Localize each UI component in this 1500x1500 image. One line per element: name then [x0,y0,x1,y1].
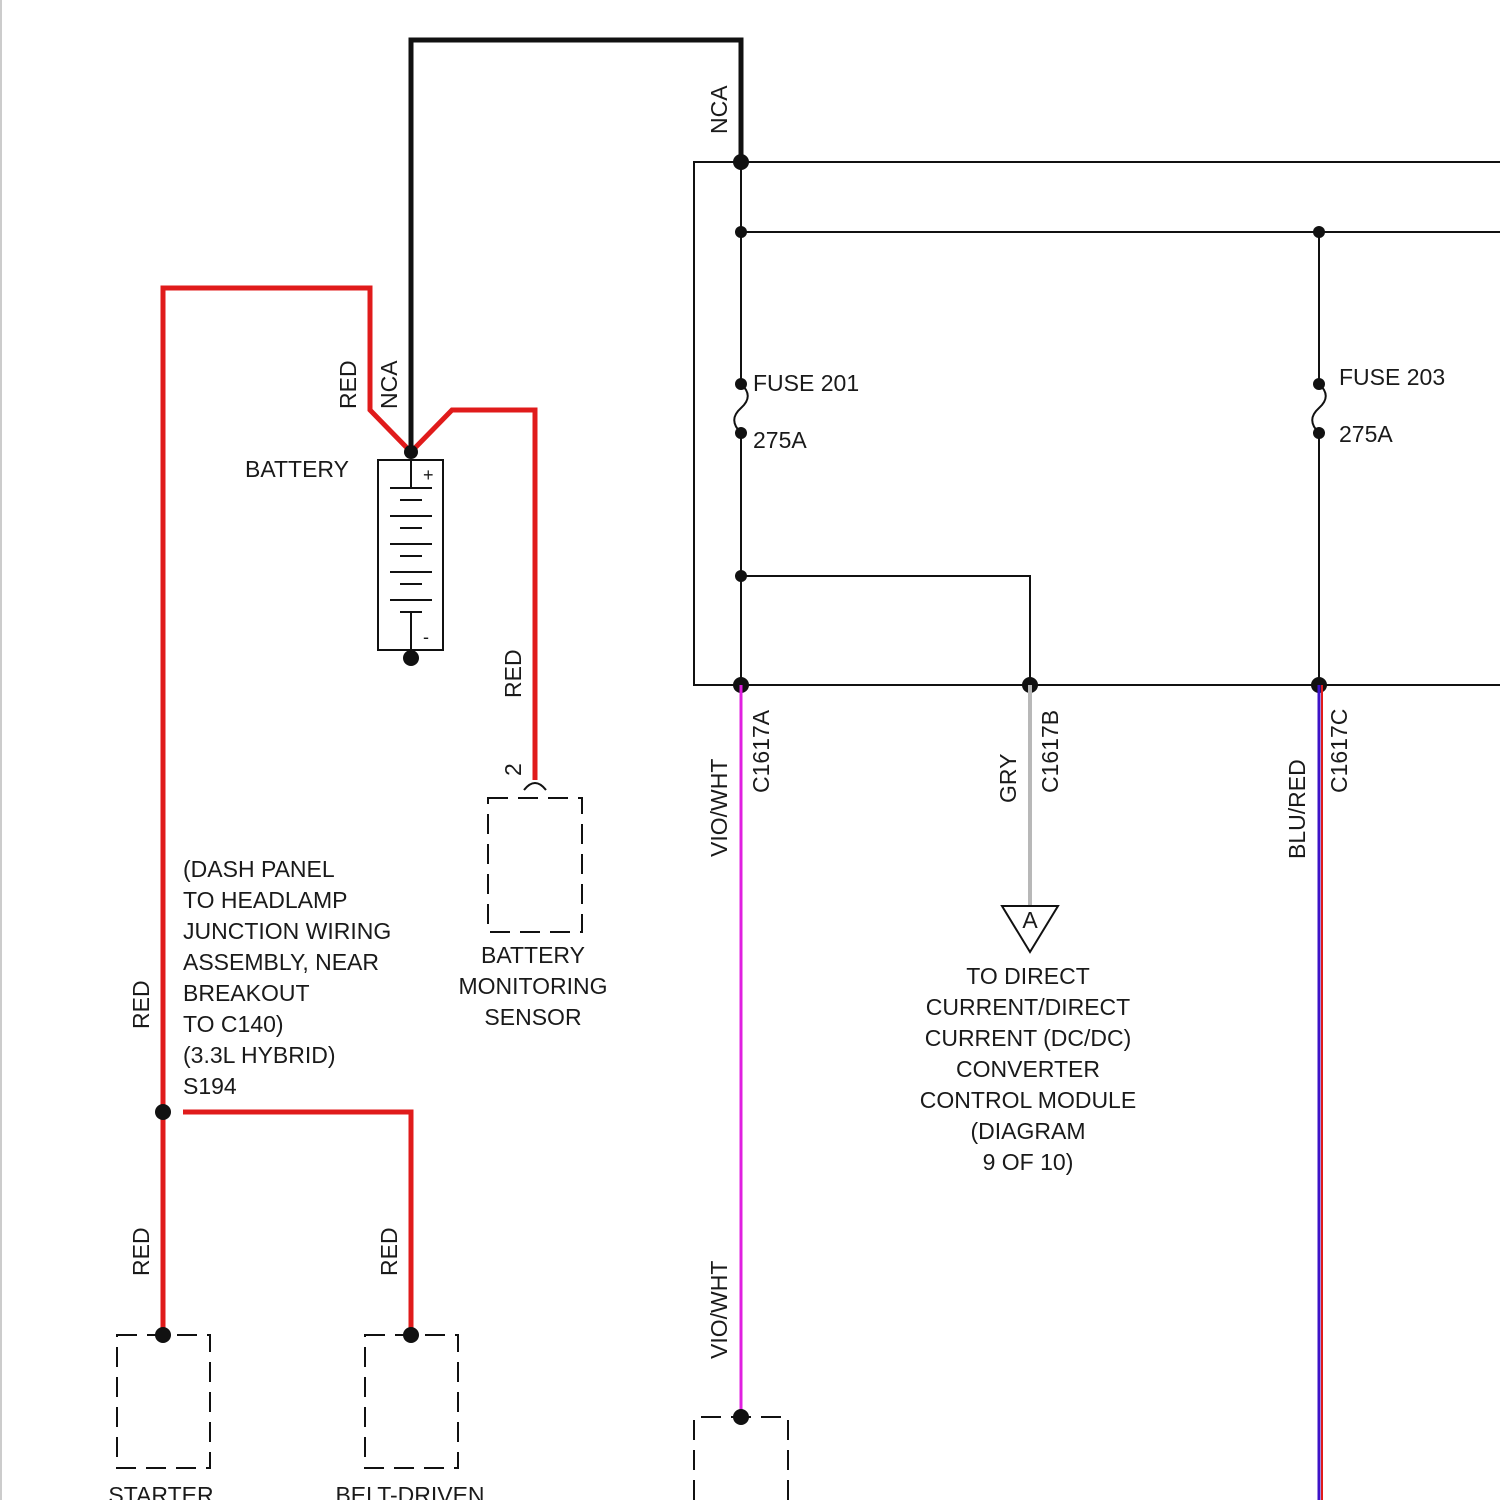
battery-plus: + [423,465,434,485]
splice-note-line: TO C140) [183,1011,284,1037]
nca-battery-label: NCA [376,360,402,409]
connector-dot [155,1327,171,1343]
battery-monitoring-sensor-box [488,798,582,932]
belt-driven-label: BELT-DRIVEN [335,1482,484,1500]
c1617a-label: C1617A [748,709,774,793]
starter-box [117,1335,210,1468]
offpage-line: CURRENT (DC/DC) [925,1025,1132,1051]
splice-s194-dot [155,1104,171,1120]
offpage-line: TO DIRECT [966,963,1090,989]
splice-note-line: BREAKOUT [183,980,310,1006]
red-sensor-label: RED [500,649,526,698]
splice-note-line: (DASH PANEL [183,856,335,882]
fuse-203-name: FUSE 203 [1339,364,1445,390]
offpage-line: (DIAGRAM [971,1118,1086,1144]
fuse-203-symbol [1312,384,1326,433]
junction-dot [733,154,749,170]
sensor-pin-arch [524,783,546,790]
sensor-label-line: SENSOR [484,1004,581,1030]
branch-c1617b [741,576,1030,685]
sensor-pin-label: 2 [500,763,526,776]
splice-note-line: TO HEADLAMP [183,887,347,913]
vio-wht-component-box [694,1417,788,1500]
battery-label: BATTERY [245,456,349,482]
fuse-201-symbol [734,384,748,433]
red-battery-label: RED [335,360,361,409]
nca-cable [411,40,741,452]
fuse-203-rating: 275A [1339,421,1393,447]
fuse-terminal-dot [735,378,747,390]
offpage-line: 9 OF 10) [983,1149,1074,1175]
splice-note: (DASH PANEL TO HEADLAMP JUNCTION WIRING … [183,856,391,1099]
nca-top-label: NCA [706,85,732,134]
gry-label: GRY [995,754,1021,803]
junction-dot [1313,226,1325,238]
fuse-terminal-dot [1313,378,1325,390]
battery-minus: - [423,627,429,647]
battery-negative-dot [403,650,419,666]
vio-wht-label-2: VIO/WHT [706,1261,732,1359]
battery-positive-dot [404,445,418,459]
offpage-line: CONVERTER [956,1056,1100,1082]
red-left-label: RED [128,980,154,1029]
fuse-terminal-dot [1313,427,1325,439]
fuse-201-name: FUSE 201 [753,370,859,396]
c1617b-label: C1617B [1037,710,1063,793]
offpage-destination-text: TO DIRECT CURRENT/DIRECT CURRENT (DC/DC)… [920,963,1136,1175]
junction-dot [735,226,747,238]
splice-note-line: ASSEMBLY, NEAR [183,949,379,975]
fuse-terminal-dot [735,427,747,439]
red-belt-label: RED [376,1227,402,1276]
c1617c-label: C1617C [1326,709,1352,793]
sensor-label: BATTERY MONITORING SENSOR [458,942,607,1030]
sensor-label-line: MONITORING [458,973,607,999]
offpage-line: CONTROL MODULE [920,1087,1136,1113]
red-wire-left-branch [163,288,411,1335]
fuse-201-rating: 275A [753,427,807,453]
connector-dot [403,1327,419,1343]
blu-red-label: BLU/RED [1284,759,1310,859]
connector-dot [733,1409,749,1425]
sensor-label-line: BATTERY [481,942,585,968]
splice-note-line: JUNCTION WIRING [183,918,391,944]
belt-driven-box [365,1335,458,1468]
junction-dot [735,570,747,582]
vio-wht-label-1: VIO/WHT [706,759,732,857]
starter-label: STARTER [108,1482,213,1500]
red-wire-belt-branch [183,1112,411,1335]
splice-note-line: S194 [183,1073,237,1099]
red-starter-label: RED [128,1227,154,1276]
splice-note-line: (3.3L HYBRID) [183,1042,336,1068]
offpage-line: CURRENT/DIRECT [926,994,1130,1020]
offpage-marker: A [1022,907,1038,933]
